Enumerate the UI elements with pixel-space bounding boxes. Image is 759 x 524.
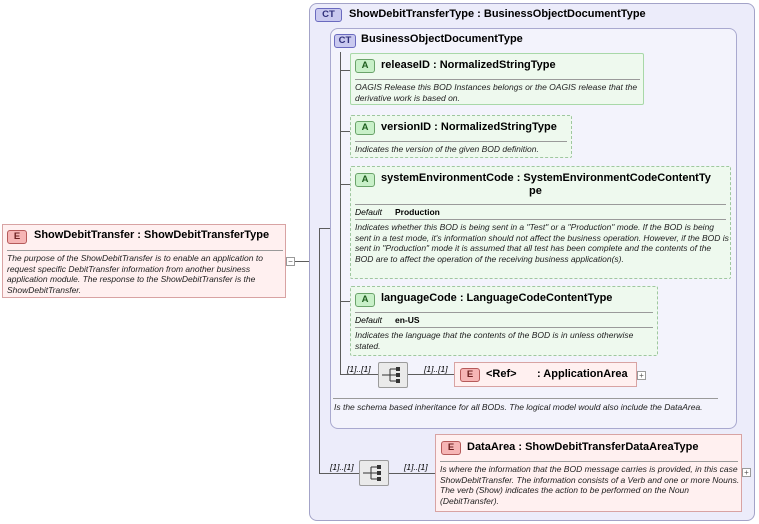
attribute-badge: A [355,173,375,187]
divider [333,398,718,399]
element-description: Is where the information that the BOD me… [440,464,740,506]
sequence-connector [408,374,454,375]
element-title: DataArea : ShowDebitTransferDataAreaType [467,441,699,453]
attribute-language-code[interactable]: A languageCode : LanguageCodeContentType… [350,286,658,356]
sequence-connector [319,473,359,474]
divider [355,79,640,80]
attribute-release-id[interactable]: A releaseID : NormalizedStringType OAGIS… [350,53,644,105]
attribute-tick [340,70,350,71]
attribute-system-environment-code[interactable]: A systemEnvironmentCode : SystemEnvironm… [350,166,731,279]
sequence-connector [389,473,435,474]
base-type-description: Is the schema based inheritance for all … [334,402,703,412]
attribute-badge: A [355,121,375,135]
attribute-tick [340,301,350,302]
expand-toggle[interactable]: + [742,468,751,477]
attribute-description: Indicates whether this BOD is being sent… [355,222,729,264]
sequence-occurrence: [1]..[1] [347,364,371,374]
root-element-description: The purpose of the ShowDebitTransfer is … [7,253,263,295]
divider [7,250,283,251]
sequence-connector [340,374,378,375]
sequence-icon [363,465,381,481]
element-occurrence: [1]..[1] [424,364,448,374]
connector-line [295,261,309,262]
default-label: Default [355,207,382,217]
default-label: Default [355,315,382,325]
attribute-tick [340,131,350,132]
divider [355,219,726,220]
attribute-description: OAGIS Release this BOD Instances belongs… [355,82,638,103]
attribute-badge: A [355,59,375,73]
sequence-icon [382,367,400,383]
attribute-title: versionID : NormalizedStringType [381,121,557,133]
sequence-compositor[interactable] [378,362,408,388]
base-type-badge: CT [334,34,356,48]
element-badge: E [441,441,461,455]
content-rail [319,228,320,473]
attribute-title-continued: pe [529,185,542,197]
element-badge: E [7,230,27,244]
attribute-tick [340,184,350,185]
root-element-title: ShowDebitTransfer : ShowDebitTransferTyp… [34,229,270,241]
element-title: : ApplicationArea [537,368,628,380]
attribute-badge: A [355,293,375,307]
attribute-description: Indicates the language that the contents… [355,330,634,351]
divider [355,312,653,313]
default-value: Production [395,207,440,217]
collapse-toggle[interactable]: − [286,257,295,266]
attribute-description: Indicates the version of the given BOD d… [355,144,539,154]
complex-type-title: ShowDebitTransferType : BusinessObjectDo… [349,8,646,20]
data-area-element[interactable]: E DataArea : ShowDebitTransferDataAreaTy… [435,434,742,512]
attribute-title: languageCode : LanguageCodeContentType [381,292,613,304]
element-badge: E [460,368,480,382]
expand-toggle[interactable]: + [637,371,646,380]
attribute-rail [340,52,341,374]
default-value: en-US [395,315,420,325]
attribute-title: systemEnvironmentCode : SystemEnvironmen… [381,172,711,184]
divider [355,141,567,142]
attribute-title: releaseID : NormalizedStringType [381,59,556,71]
divider [440,461,738,462]
root-element-box[interactable]: E ShowDebitTransfer : ShowDebitTransferT… [2,224,286,298]
divider [355,327,653,328]
divider [355,204,726,205]
sequence-occurrence: [1]..[1] [330,462,354,472]
content-tick [319,228,330,229]
element-occurrence: [1]..[1] [404,462,428,472]
attribute-version-id[interactable]: A versionID : NormalizedStringType Indic… [350,115,572,158]
base-type-title: BusinessObjectDocumentType [361,33,523,45]
complex-type-badge: CT [315,8,342,22]
sequence-compositor[interactable] [359,460,389,486]
element-ref-label: <Ref> [486,368,517,380]
application-area-element[interactable]: E <Ref> : ApplicationArea [454,362,637,387]
